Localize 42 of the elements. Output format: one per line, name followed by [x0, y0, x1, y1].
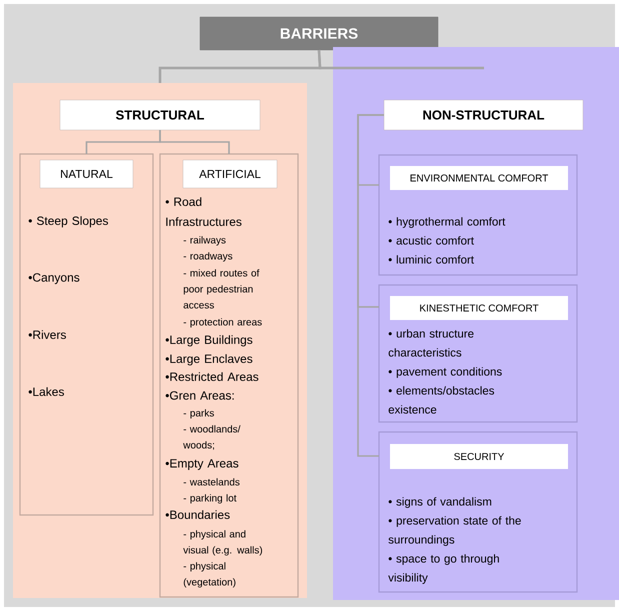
list-item: • preservation state of the surroundings: [388, 516, 521, 546]
list-item: • pavement conditions: [388, 367, 502, 378]
heading-box: NON-STRUCTURAL: [384, 100, 584, 130]
list-item: •Canyons: [28, 273, 80, 284]
list-item: - woodlands/ woods;: [183, 425, 240, 450]
label-box: SECURITY: [390, 444, 568, 469]
list-item: - physical (vegetation): [184, 562, 236, 588]
connector-line: [318, 50, 484, 70]
connector-line: [357, 114, 384, 457]
list-item: • hygrothermal comfort: [388, 217, 506, 228]
list-item: • Road Infrastructures: [166, 197, 242, 226]
list-item: - roadways: [184, 252, 232, 262]
list-item: • elements/obstacles existence: [388, 386, 494, 414]
list-item: •Restricted Areas: [166, 372, 258, 381]
list-item: • signs of vandalism: [388, 497, 492, 508]
heading-box: STRUCTURAL: [60, 100, 260, 130]
list-item: • acustic comfort: [388, 236, 474, 245]
list-item: •Empty Areas: [166, 459, 238, 470]
label-box: KINESTHETIC COMFORT: [390, 296, 568, 320]
list-item: •Large Enclaves: [166, 354, 252, 366]
panel: [13, 83, 307, 598]
label-box: ARTIFICIAL: [182, 160, 278, 188]
list-item: • urban structure characteristics: [388, 329, 474, 357]
list-item: - railways: [184, 236, 226, 246]
list-item: - parks: [184, 409, 214, 419]
list-item: • Steep Slopes: [28, 216, 108, 228]
list-item: • luminic comfort: [388, 255, 474, 264]
title-box: BARRIERS: [200, 16, 438, 50]
list-item: •Lakes: [28, 387, 64, 396]
connector-line: [159, 130, 230, 154]
list-item: •Rivers: [28, 330, 66, 339]
list-item: - wastelands: [184, 478, 240, 486]
list-item: •Gren Areas:: [166, 391, 234, 400]
list-item: •Boundaries: [166, 510, 230, 519]
list-item: - physical and visual (e.g. walls): [183, 530, 262, 556]
list-item: - parking lot: [184, 494, 236, 504]
label-box: NATURAL: [40, 160, 134, 188]
list-item: - protection areas: [184, 318, 262, 328]
label-box: ENVIRONMENTAL COMFORT: [390, 166, 568, 190]
list-item: •Large Buildings: [166, 335, 252, 346]
list-item: - mixed routes of poor pedestrian access: [184, 269, 260, 309]
list-item: • space to go through visibility: [388, 554, 499, 584]
